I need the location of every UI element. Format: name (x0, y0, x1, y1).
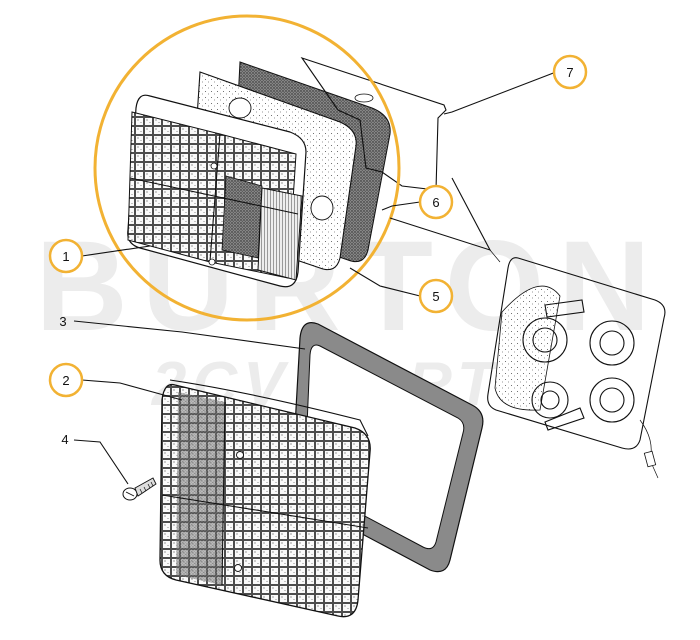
callout-2: 2 (48, 362, 84, 398)
callout-7-label: 7 (566, 65, 573, 80)
callout-1-label: 1 (62, 249, 69, 264)
bulb-holder-plate (487, 257, 666, 479)
callout-2-label: 2 (62, 373, 69, 388)
callout-5-label: 5 (432, 289, 439, 304)
leader-6 (381, 201, 421, 211)
leader-3 (73, 320, 306, 350)
callout-7: 7 (552, 54, 588, 90)
callout-6-label: 6 (432, 195, 439, 210)
callout-3-label: 3 (59, 314, 66, 329)
leader-lines (73, 71, 557, 485)
lamp-assembly (127, 94, 307, 288)
screw-part (122, 477, 157, 501)
leader-2 (81, 379, 183, 401)
highlight-circle (93, 14, 401, 322)
lens-part (159, 379, 371, 618)
callout-5: 5 (418, 278, 454, 314)
callout-4: 4 (61, 432, 68, 447)
bulb-holder-gasket-sheet (300, 56, 447, 191)
callout-3: 3 (59, 314, 66, 329)
leader-4 (73, 439, 129, 485)
callout-6: 6 (418, 184, 454, 220)
leader-7c (489, 249, 501, 263)
leader-5 (349, 267, 421, 297)
leader-1 (81, 245, 151, 257)
callout-1: 1 (48, 238, 84, 274)
callout-4-label: 4 (61, 432, 68, 447)
leader-7 (443, 71, 557, 115)
